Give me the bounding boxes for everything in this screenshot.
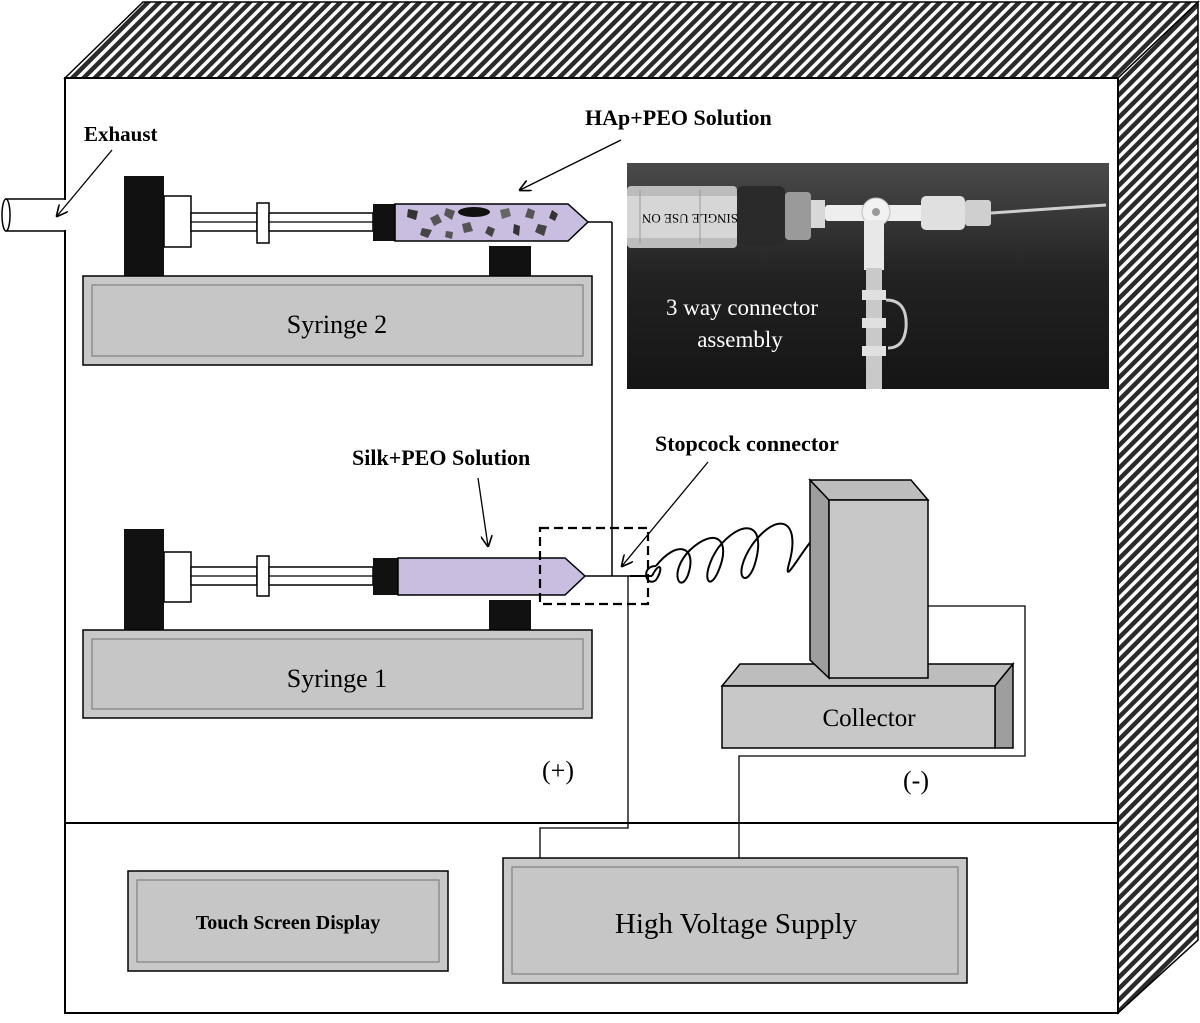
photo-caption-line1: 3 way connector	[666, 295, 818, 320]
syringe2-label: Syringe 2	[287, 310, 387, 339]
stopcock-dashed-box	[538, 526, 650, 606]
syringe-pump-2	[82, 176, 612, 366]
negative-label: (-)	[903, 766, 929, 795]
hap-solution-label: HAp+PEO Solution	[585, 105, 772, 130]
silk-solution-label: Silk+PEO Solution	[352, 445, 530, 470]
hap-solution-arrow	[520, 139, 622, 190]
cabinet-side-face	[1117, 0, 1199, 1015]
svg-text:SINGLE USE ON: SINGLE USE ON	[641, 211, 738, 226]
photo-caption-line2: assembly	[697, 327, 783, 352]
exhaust-label: Exhaust	[84, 122, 158, 146]
touch-screen-display	[127, 870, 449, 972]
stopcock-label: Stopcock connector	[655, 431, 839, 456]
syringe-pump-1	[82, 529, 648, 719]
negative-wire	[738, 605, 1026, 858]
high-voltage-supply	[502, 857, 968, 984]
positive-wire	[539, 576, 629, 858]
syringe1-label: Syringe 1	[287, 664, 387, 693]
connector-photo: SINGLE USE ON	[627, 163, 1109, 389]
cabinet-top-face	[63, 1, 1200, 79]
hv-supply-label: High Voltage Supply	[615, 908, 858, 940]
touch-screen-label: Touch Screen Display	[196, 912, 380, 934]
electrospinning-jet	[630, 507, 825, 584]
stopcock-arrow	[622, 461, 709, 566]
exhaust-arrow	[57, 149, 113, 216]
positive-label: (+)	[542, 756, 574, 785]
collector-label: Collector	[822, 705, 916, 732]
silk-solution-arrow	[477, 477, 488, 546]
collector-assembly	[720, 478, 1015, 749]
